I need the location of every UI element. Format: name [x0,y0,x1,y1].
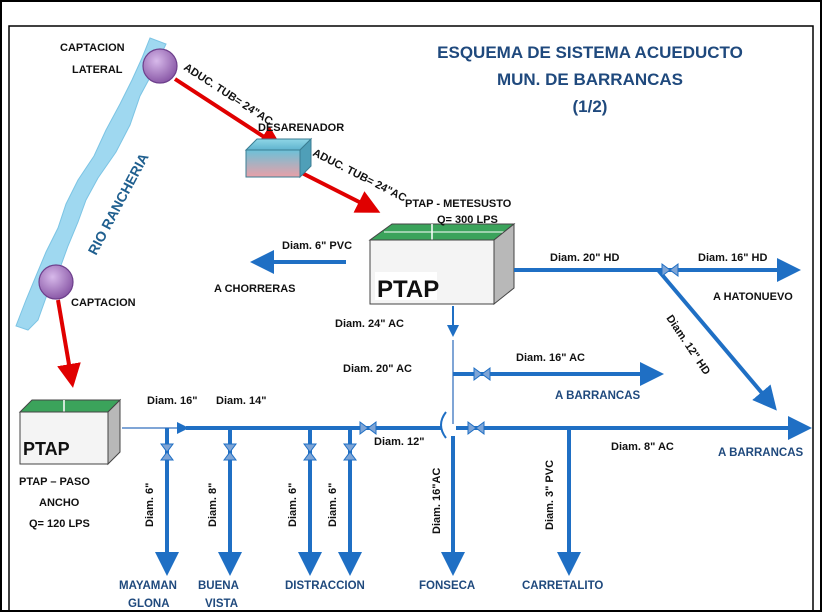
inner-border [8,25,814,612]
dest-chorreras: A CHORRERAS [214,283,296,295]
ptap-metesusto-badge: PTAP [377,276,439,303]
valve-main-e [467,421,485,435]
valve-hd [661,263,679,277]
label-v-6a: Diam. 6" [144,483,156,527]
captacion-lateral-label-2: LATERAL [72,64,123,76]
valve-distraccion-b [343,443,357,461]
label-v-6b: Diam. 6" [287,483,299,527]
label-v-3pvc: Diam. 3" PVC [544,460,556,530]
dest-carretalito: CARRETALITO [522,580,603,592]
river [15,37,167,331]
label-6pvc: Diam. 6" PVC [282,240,352,252]
desarenador-label: DESARENADOR [258,122,344,134]
captacion-lateral-label-1: CAPTACION [60,42,125,54]
ptap-metesusto-box [368,222,516,306]
captacion-node [38,264,74,300]
ptap-paso-ancho-label-2: ANCHO [39,497,80,509]
ptap-paso-ancho-box [18,398,122,466]
valve-mayaman [160,443,174,461]
red-arrow-desarenador-ptap [299,170,381,213]
dest-fonseca: FONSECA [419,580,475,592]
ptap-paso-ancho-label-1: PTAP – PASO [19,476,90,488]
ptap-metesusto-name: PTAP - METESUSTO [405,198,512,210]
pipe-diagonal-12hd [656,268,777,411]
label-v-6c: Diam. 6" [327,483,339,527]
valve-buena [223,443,237,461]
ptap-paso-ancho-flow: Q= 120 LPS [29,518,90,530]
aduc-label-2: ADUC. TUB= 24"AC [311,147,409,205]
label-20hd: Diam. 20" HD [550,252,619,264]
pipe-crossover [440,411,447,439]
valve-16ac [473,367,491,381]
label-12: Diam. 12" [374,436,424,448]
captacion-label: CAPTACION [71,297,136,309]
label-16hd: Diam. 16" HD [698,252,767,264]
label-v-16ac: Diam. 16"AC [431,468,443,534]
label-16ac: Diam. 16" AC [516,352,585,364]
dest-buena-1: BUENA [198,580,239,592]
label-20ac: Diam. 20" AC [343,363,412,375]
label-14: Diam. 14" [216,395,266,407]
dest-barrancas-2: A BARRANCAS [718,447,804,459]
label-v-8: Diam. 8" [207,483,219,527]
valves [160,263,679,461]
ptap-paso-ancho-badge: PTAP [23,439,70,459]
dest-mayaman-2: GLONA [128,598,170,610]
title-line-2: MUN. DE BARRANCAS [497,70,683,89]
dest-hatonuevo: A HATONUEVO [713,291,793,303]
red-arrow-captacion-ptap [56,299,81,388]
dest-barrancas-1: A BARRANCAS [555,390,641,402]
valve-distraccion-a [303,443,317,461]
dest-distraccion: DISTRACCION [285,580,365,592]
valve-main-w [359,421,377,435]
title-line-1: ESQUEMA DE SISTEMA ACUEDUCTO [437,43,743,62]
label-8ac: Diam. 8" AC [611,441,674,453]
label-16: Diam. 16" [147,395,197,407]
captacion-lateral-node [142,48,178,84]
label-24ac: Diam. 24" AC [335,318,404,330]
dest-mayaman-1: MAYAMAN [119,580,177,592]
red-arrow-captacion-desarenador [173,77,284,150]
desarenador-box [244,137,313,179]
aduc-label-1: ADUC. TUB= 24"AC [181,61,274,127]
title-line-3: (1/2) [573,97,608,116]
ptap-metesusto-flow: Q= 300 LPS [437,214,498,226]
dest-buena-2: VISTA [205,598,238,610]
